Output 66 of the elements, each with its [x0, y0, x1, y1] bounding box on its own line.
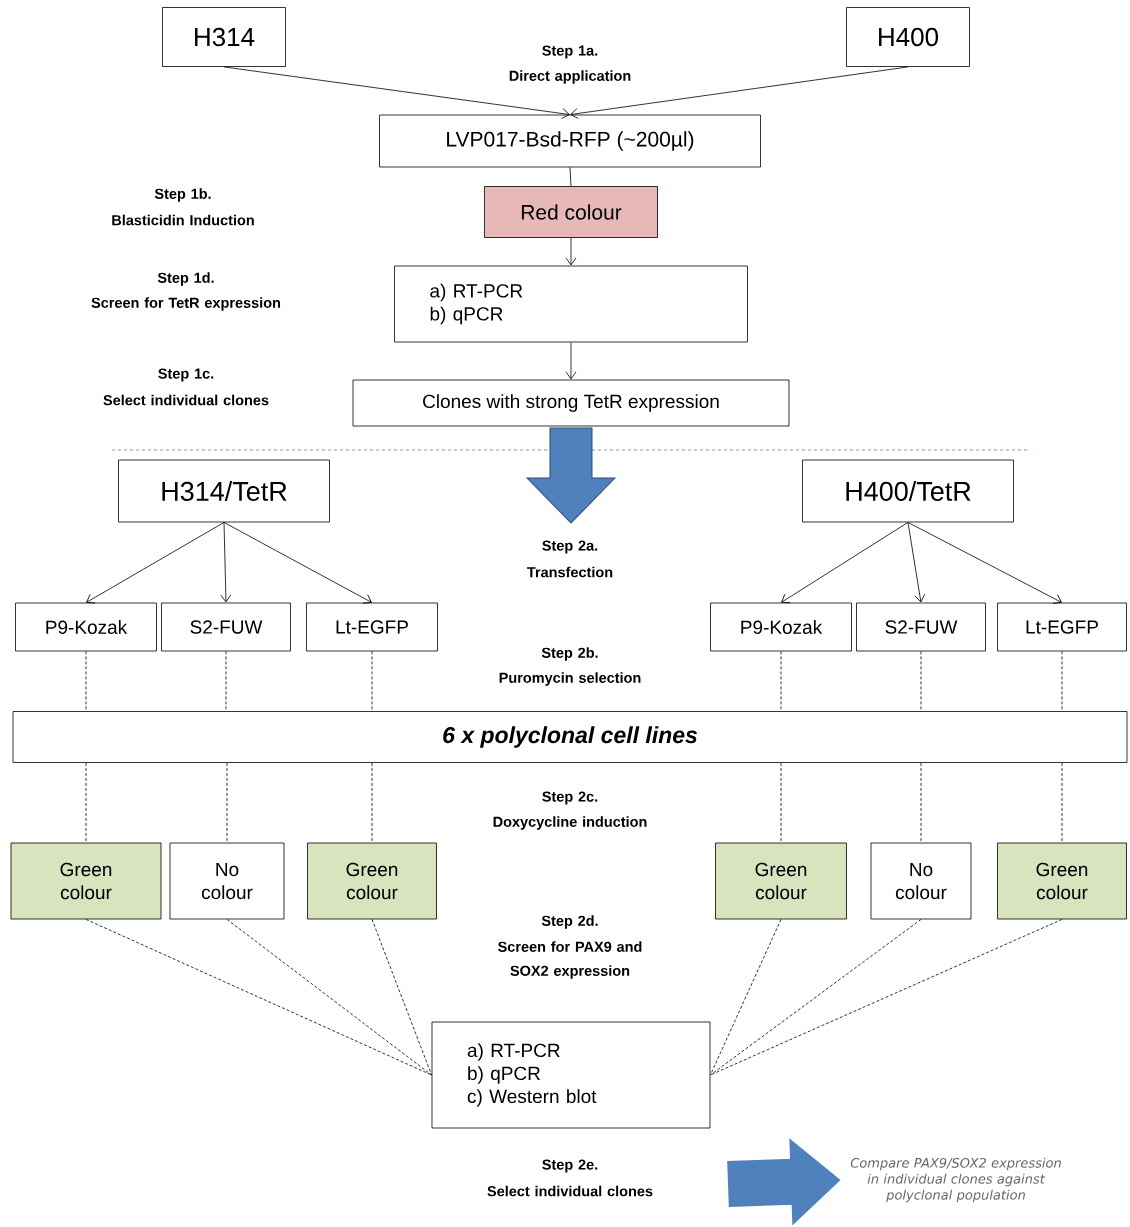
connector-line: [569, 167, 572, 187]
step-label: Step 2b.: [541, 647, 598, 661]
step-label: Step 2d.: [541, 915, 598, 929]
band-box: 6 x polyclonal cell lines: [12, 711, 1128, 763]
step-label: Screen for PAX9 and SOX2 expression: [498, 941, 642, 979]
construct-box: S2-FUW: [856, 602, 986, 652]
arrow: [565, 342, 577, 380]
step-label: Step 2e.: [542, 1159, 598, 1173]
method-list-box: a) RT-PCR b) qPCR c) Western blot: [431, 1021, 711, 1129]
construct-box: P9-Kozak: [15, 602, 157, 652]
connector-line: [710, 919, 782, 1076]
connector-line: [85, 762, 87, 843]
result-box: Green colour: [307, 842, 437, 920]
result-box: Clones with strong TetR expression: [352, 379, 790, 427]
construct-box: Lt-EGFP: [997, 602, 1127, 652]
note-text: Compare PAX9/SOX2 expression in individual clones against polyclonal population: [850, 1157, 1061, 1203]
connector-line: [85, 651, 87, 712]
construct-box: S2-FUW: [161, 602, 291, 652]
connector-line: [920, 651, 922, 712]
connector-line: [1061, 651, 1063, 712]
result-box: Green colour: [997, 842, 1127, 920]
arrow: [781, 522, 909, 604]
step-label: Doxycycline induction: [493, 816, 647, 830]
step-label: Select individual clones: [103, 394, 269, 406]
connector-line: [371, 762, 373, 843]
step-label: Step 1b.: [154, 188, 211, 202]
step-label: Puromycin selection: [499, 672, 641, 686]
arrow: [220, 522, 232, 603]
connector-line: [225, 651, 227, 712]
result-box: No colour: [169, 842, 285, 920]
connector-line: [780, 762, 782, 843]
connector-line: [371, 651, 373, 712]
step-label: Step 1c.: [158, 368, 214, 382]
connector-line: [1061, 762, 1063, 843]
connector-line: [226, 762, 228, 843]
step-label: Step 2c.: [542, 791, 598, 805]
connector-line: [710, 919, 1063, 1076]
connector-line: [371, 919, 432, 1076]
connector-line: [226, 919, 432, 1076]
result-box: Green colour: [715, 842, 847, 920]
result-box: No colour: [870, 842, 972, 920]
construct-box: P9-Kozak: [710, 602, 852, 652]
arrow: [570, 66, 909, 119]
arrow: [223, 66, 570, 119]
step-label: Screen for TetR expression: [91, 297, 281, 311]
step-label: Step 1a.: [542, 45, 598, 59]
vector-box: LVP017-Bsd-RFP (~200µl): [379, 114, 761, 168]
connector-line: [710, 919, 922, 1076]
step-label: Blasticidin Induction: [112, 214, 254, 226]
construct-box: Lt-EGFP: [306, 602, 438, 652]
result-box: Red colour: [484, 186, 658, 238]
result-box: Green colour: [10, 842, 162, 920]
step-label: Step 2a.: [542, 540, 598, 554]
arrow: [223, 522, 372, 604]
arrow: [86, 522, 225, 604]
step-label: Direct application: [509, 70, 631, 84]
step-label: Step 1d.: [157, 272, 214, 286]
arrow: [565, 237, 577, 266]
connector-line: [780, 651, 782, 712]
step-label: Select individual clones: [487, 1185, 653, 1197]
method-list-box: a) RT-PCR b) qPCR: [394, 265, 748, 343]
connector-line: [920, 762, 922, 843]
connector-line: [85, 919, 432, 1076]
step-label: Transfection: [527, 566, 613, 578]
arrow: [907, 522, 1062, 604]
arrow: [907, 522, 926, 603]
